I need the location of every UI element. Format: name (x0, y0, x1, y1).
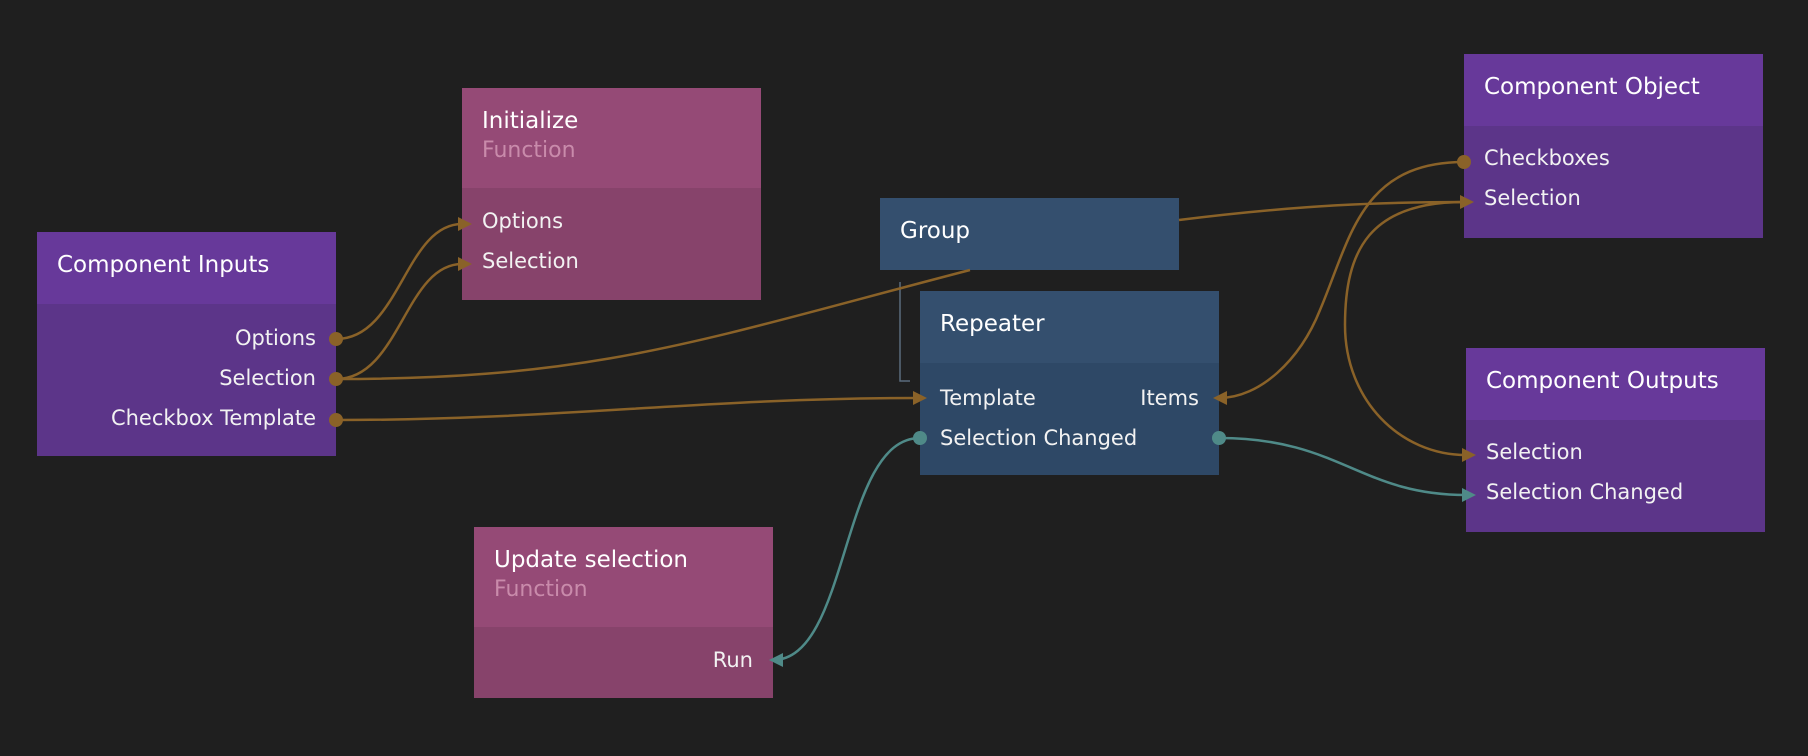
component-inputs-node[interactable]: Component Inputs Options Selection Check… (37, 232, 336, 456)
repeater-node[interactable]: Repeater Template Items Selection Change… (920, 291, 1219, 475)
port-items[interactable]: Items (1140, 386, 1199, 410)
port-run[interactable]: Run (712, 648, 753, 672)
port-options[interactable]: Options (234, 326, 316, 350)
wire-group-to-object-selection (1178, 200, 1465, 222)
node-title: Component Outputs (1466, 348, 1765, 420)
node-ports: Options Selection (462, 188, 761, 300)
wire-options-to-initialize (335, 222, 463, 341)
node-subtitle: Function (494, 577, 588, 602)
port-selection[interactable]: Selection (1484, 186, 1581, 210)
component-object-node[interactable]: Component Object Checkboxes Selection (1464, 54, 1763, 238)
port-checkboxes[interactable]: Checkboxes (1484, 146, 1610, 170)
initialize-function-node[interactable]: Initialize Function Options Selection (462, 88, 761, 300)
port-checkbox-template[interactable]: Checkbox Template (110, 406, 316, 430)
wire-selection-to-initialize (335, 262, 463, 381)
wire-object-selection-to-outputs (1343, 200, 1467, 457)
node-ports: Selection Selection Changed (1466, 420, 1765, 532)
node-ports: Run (474, 627, 773, 698)
port-selection[interactable]: Selection (482, 249, 579, 273)
port-selection[interactable]: Selection (1486, 440, 1583, 464)
component-outputs-node[interactable]: Component Outputs Selection Selection Ch… (1466, 348, 1765, 532)
update-selection-function-node[interactable]: Update selection Function Run (474, 527, 773, 698)
node-title: Repeater (920, 291, 1219, 363)
node-title: Component Object (1464, 54, 1763, 126)
wire-checkbox-template-to-repeater (335, 396, 921, 422)
group-child-bracket (899, 282, 910, 382)
node-ports: Options Selection Checkbox Template (37, 304, 336, 456)
node-header: Update selection Function (474, 527, 773, 627)
node-subtitle: Function (482, 138, 576, 163)
node-title: Update selection (494, 547, 688, 573)
port-selection[interactable]: Selection (219, 366, 316, 390)
node-ports: Checkboxes Selection (1464, 126, 1763, 238)
node-title: Group (880, 198, 1179, 270)
port-selection-changed[interactable]: Selection Changed (940, 426, 1138, 450)
node-ports: Template Items Selection Changed (920, 363, 1219, 475)
node-header: Initialize Function (462, 88, 761, 188)
port-options[interactable]: Options (482, 209, 564, 233)
node-title: Component Inputs (37, 232, 336, 304)
port-template[interactable]: Template (940, 386, 1036, 410)
node-title: Initialize (482, 108, 579, 134)
wire-selection-changed-to-outputs (1218, 436, 1467, 497)
wire-selection-changed-to-run (772, 436, 921, 662)
wire-checkboxes-to-items (1218, 160, 1465, 400)
port-selection-changed[interactable]: Selection Changed (1486, 480, 1684, 504)
group-node[interactable]: Group (880, 198, 1179, 270)
